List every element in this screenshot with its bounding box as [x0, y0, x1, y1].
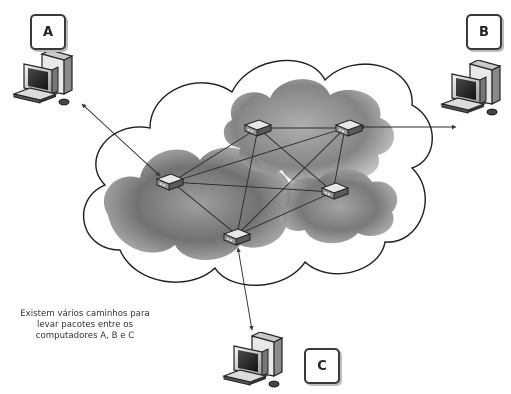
computer-links: [81, 103, 457, 331]
computer-c-label: C: [304, 348, 340, 384]
diagram-caption: Existem vários caminhos para levar pacot…: [4, 309, 166, 342]
computer-a-icon: [13, 50, 73, 106]
caption-line: Existem vários caminhos para: [20, 309, 150, 319]
computer-a-label: A: [30, 14, 66, 50]
link-c: [236, 247, 254, 331]
computer-b-label: B: [466, 14, 502, 50]
computer-c-icon: [223, 332, 283, 388]
router-links: [171, 125, 347, 236]
caption-line: levar pacotes entre os: [36, 320, 134, 330]
caption-line: computadores A, B e C: [35, 331, 135, 341]
computer-b-icon: [441, 60, 501, 116]
link-a: [81, 103, 161, 177]
